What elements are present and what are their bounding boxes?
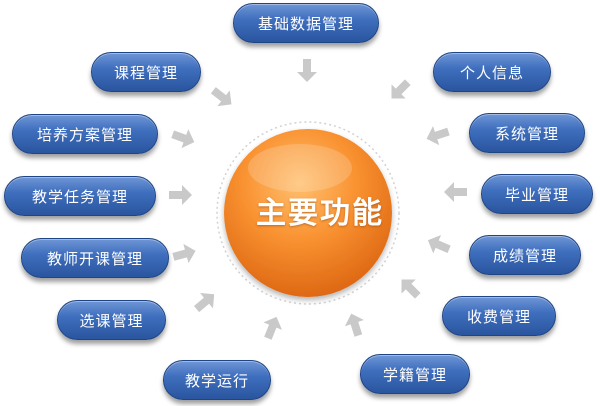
arrow-from-teaching-operation	[263, 316, 283, 340]
center-highlight	[248, 144, 352, 192]
module-teacher-course[interactable]: 教师开课管理	[21, 238, 169, 278]
module-teaching-task[interactable]: 教学任务管理	[4, 176, 156, 216]
arrow-from-student-status	[344, 313, 364, 337]
arrow-from-personal-info	[391, 79, 411, 99]
arrow-from-course	[210, 87, 232, 107]
arrow-from-system	[426, 126, 450, 146]
module-course-selection[interactable]: 选课管理	[57, 300, 166, 340]
arrow-from-grades	[427, 235, 451, 254]
module-system[interactable]: 系统管理	[469, 113, 585, 153]
module-personal-info[interactable]: 个人信息	[433, 52, 551, 92]
arrow-from-teaching-task	[169, 185, 192, 205]
module-basic-data[interactable]: 基础数据管理	[233, 3, 379, 43]
arrow-from-teacher-course	[172, 243, 196, 264]
arrows-group	[169, 59, 467, 340]
arrow-from-graduation	[444, 182, 467, 202]
arrow-from-fees	[401, 279, 421, 299]
module-graduation[interactable]: 毕业管理	[481, 174, 593, 214]
module-student-status[interactable]: 学籍管理	[360, 354, 470, 394]
center-title: 主要功能	[256, 196, 384, 231]
arrow-from-basic-data	[297, 59, 317, 82]
module-fees[interactable]: 收费管理	[442, 296, 556, 336]
module-course[interactable]: 课程管理	[91, 52, 201, 92]
module-teaching-operation[interactable]: 教学运行	[163, 360, 271, 400]
module-grades[interactable]: 成绩管理	[469, 235, 581, 275]
arrow-from-training-plan	[171, 129, 195, 149]
dashed-ring	[216, 121, 400, 305]
module-training-plan[interactable]: 培养方案管理	[12, 114, 158, 154]
center-circle	[224, 129, 392, 297]
arrow-from-course-selection	[194, 293, 215, 313]
